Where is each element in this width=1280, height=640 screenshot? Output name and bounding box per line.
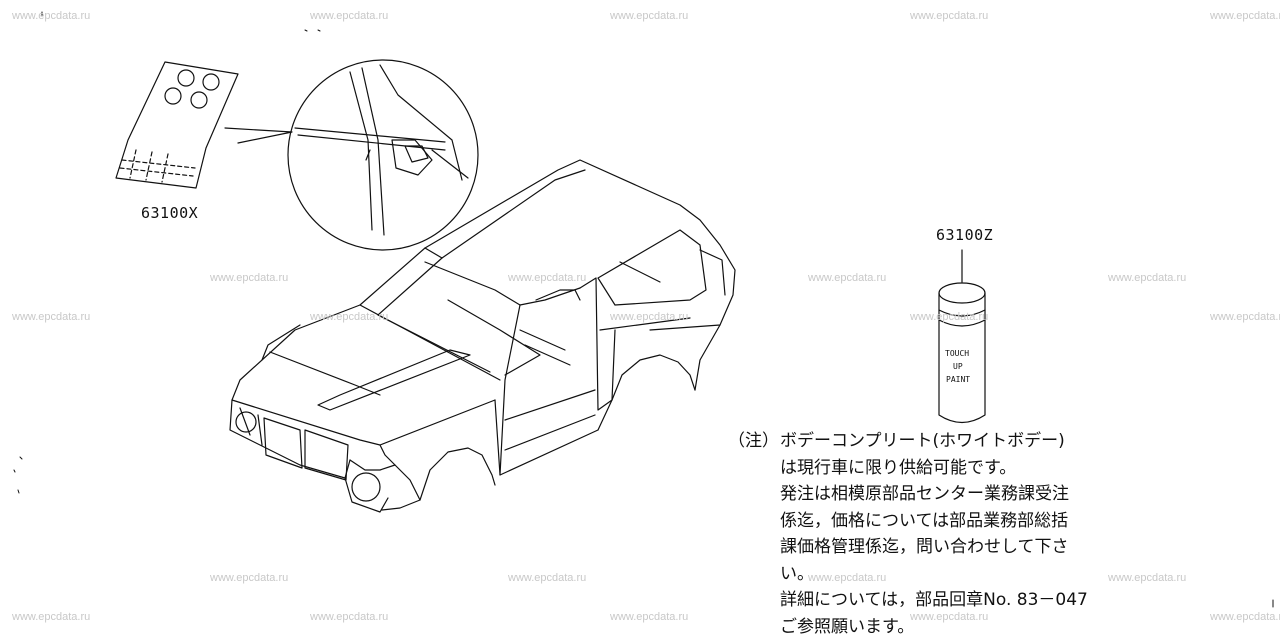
note-line: ボデーコンプリート(ホワイトボデー) <box>780 431 1065 451</box>
can-text-up: UP <box>953 362 963 371</box>
note-line: 課価格管理係迄，問い合わせして下さ <box>780 537 1069 557</box>
can-text-touch: TOUCH <box>945 349 969 358</box>
note-line: 発注は相模原部品センター業務課受注 <box>780 484 1069 504</box>
watermark: www.epcdata.ru <box>310 311 389 323</box>
part-number-label-sheet: 63100X <box>141 204 199 222</box>
note-prefix: （注） <box>728 431 779 451</box>
watermark: www.epcdata.ru <box>808 272 887 284</box>
watermark: www.epcdata.ru <box>910 10 989 22</box>
watermark: www.epcdata.ru <box>1210 611 1280 623</box>
door-detail-callout <box>287 59 479 251</box>
label-sheet-drawing <box>115 61 293 189</box>
watermark: www.epcdata.ru <box>310 611 389 623</box>
watermark: www.epcdata.ru <box>1210 10 1280 22</box>
watermark: www.epcdata.ru <box>12 10 91 22</box>
paint-can-drawing: TOUCH UP PAINT <box>938 249 986 424</box>
watermark: www.epcdata.ru <box>910 611 989 623</box>
can-text-paint: PAINT <box>946 375 970 384</box>
note-line: ご参照願います。 <box>780 616 915 637</box>
note-body: ボデーコンプリート(ホワイトボデー) は現行車に限り供給可能です。 発注は相模原… <box>780 428 1150 640</box>
watermark: www.epcdata.ru <box>808 572 887 584</box>
watermark: www.epcdata.ru <box>1210 311 1280 323</box>
watermark: www.epcdata.ru <box>610 611 689 623</box>
watermark: www.epcdata.ru <box>210 572 289 584</box>
note-line: は現行車に限り供給可能です。 <box>780 457 1017 478</box>
watermark: www.epcdata.ru <box>508 272 587 284</box>
watermark: www.epcdata.ru <box>12 611 91 623</box>
watermark: www.epcdata.ru <box>1108 572 1187 584</box>
watermark: www.epcdata.ru <box>12 311 91 323</box>
watermark: www.epcdata.ru <box>1108 272 1187 284</box>
stray-marks <box>13 11 1274 608</box>
watermark: www.epcdata.ru <box>610 10 689 22</box>
watermark: www.epcdata.ru <box>910 311 989 323</box>
part-number-touch-up-paint: 63100Z <box>936 226 994 244</box>
note-line: 詳細については，部品回章No. 83－047 <box>780 590 1088 610</box>
watermark: www.epcdata.ru <box>210 272 289 284</box>
watermark: www.epcdata.ru <box>610 311 689 323</box>
note-line: い。 <box>780 563 814 584</box>
watermark: www.epcdata.ru <box>508 572 587 584</box>
note-line: 係迄，価格については部品業務部総括 <box>780 510 1069 531</box>
car-body-drawing <box>229 159 736 513</box>
watermark: www.epcdata.ru <box>310 10 389 22</box>
